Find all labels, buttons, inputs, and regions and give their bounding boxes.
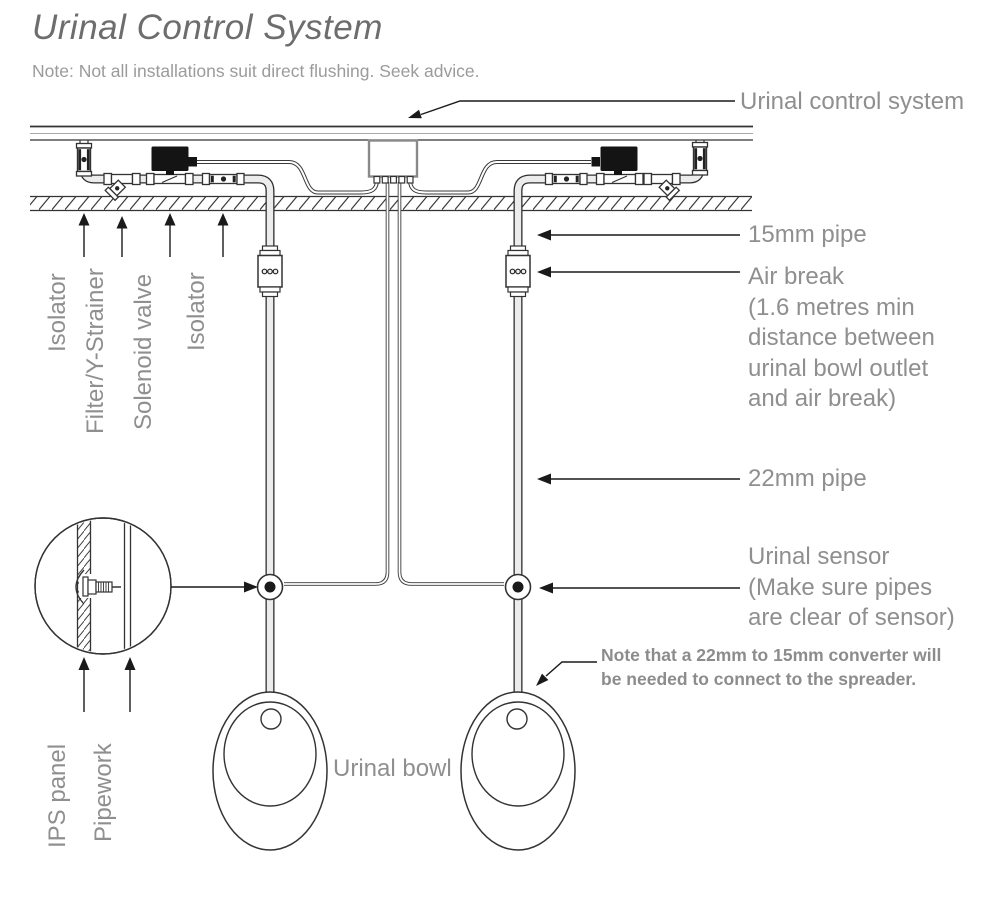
urinal-control-unit: [367, 139, 419, 184]
urinal-bowl-right: [460, 691, 576, 851]
pipe-15mm-arrow: [537, 229, 740, 241]
air-break-note-line: urinal bowl outlet: [748, 354, 929, 382]
label-solenoid-valve: Solenoid valve: [130, 273, 157, 430]
label-air-break: Air break (1.6 metres min distance betwe…: [748, 262, 935, 415]
label-ips-panel: IPS panel: [44, 743, 71, 848]
air-break-title: Air break: [748, 263, 845, 290]
y-strainer-left: [103, 172, 141, 202]
urinal-sensor-right: [504, 573, 532, 601]
urinal-sensor-note-line: are clear of sensor): [748, 604, 955, 631]
urinal-sensor-left: [256, 573, 284, 601]
label-urinal-control-system: Urinal control system: [740, 88, 965, 115]
page-title: Urinal Control System: [32, 8, 383, 47]
label-22mm-pipe: 22mm pipe: [748, 465, 867, 492]
solenoid-valve-right: [591, 146, 644, 186]
water-pipe-right: [513, 143, 705, 692]
urinal-sensor-arrow: [539, 582, 740, 594]
pipework-arrow: [124, 657, 136, 712]
page-subtitle: Note: Not all installations suit direct …: [32, 61, 480, 81]
isolator-right-arrow: [217, 213, 229, 257]
urinal-sensor-note-line: (Make sure pipes: [748, 573, 933, 601]
converter-note-line: be needed to connect to the spreader.: [601, 668, 917, 689]
solenoid-valve-left: [145, 146, 197, 186]
label-converter-note: Note that a 22mm to 15mm converter will …: [601, 644, 941, 691]
lens-to-sensor-arrow: [171, 581, 258, 593]
label-urinal-bowl: Urinal bowl: [333, 755, 452, 782]
solenoid-wire-right: [408, 160, 591, 195]
sensor-cable-right: [397, 182, 504, 586]
air-break-right: [505, 245, 531, 298]
isolator-valve-vertical-right: [691, 141, 709, 176]
urinal-sensor-title: Urinal sensor: [748, 543, 890, 570]
pipe-22mm-arrow: [537, 473, 740, 485]
converter-note-arrow: [536, 661, 597, 686]
isolator-valve-right: [544, 172, 588, 186]
label-isolator-right: Isolator: [183, 272, 210, 351]
control-box-terminals: [373, 175, 414, 184]
solenoid-arrow: [164, 213, 176, 257]
converter-note-line: Note that a 22mm to 15mm converter will: [601, 645, 942, 665]
air-break-note-line: distance between: [748, 324, 935, 351]
label-isolator-left: Isolator: [44, 273, 71, 352]
control-system-arrow: [408, 100, 735, 119]
air-break-left: [257, 245, 283, 298]
solenoid-wire-left: [197, 160, 379, 195]
ceiling-slab: [30, 195, 752, 212]
strainer-arrow: [116, 216, 128, 257]
isolator-left-arrow: [78, 213, 90, 257]
sensor-cable-left: [284, 182, 390, 586]
air-break-arrow: [537, 266, 740, 278]
air-break-note-line: (1.6 metres min: [748, 293, 915, 321]
y-strainer-right: [643, 172, 681, 202]
air-break-note-line: and air break): [748, 385, 897, 412]
ips-panel-arrow: [78, 657, 90, 712]
label-filter-y-strainer: Filter/Y-Strainer: [82, 268, 109, 434]
detail-lens: [34, 517, 172, 655]
label-pipework: Pipework: [90, 743, 117, 842]
panel-fixing-screw: [75, 569, 121, 605]
label-15mm-pipe: 15mm pipe: [748, 221, 867, 248]
isolator-valve-left: [201, 172, 245, 186]
isolator-valve-vertical-left: [75, 142, 93, 177]
urinal-bowl-left: [212, 691, 328, 851]
label-urinal-sensor: Urinal sensor (Make sure pipes are clear…: [748, 542, 955, 634]
